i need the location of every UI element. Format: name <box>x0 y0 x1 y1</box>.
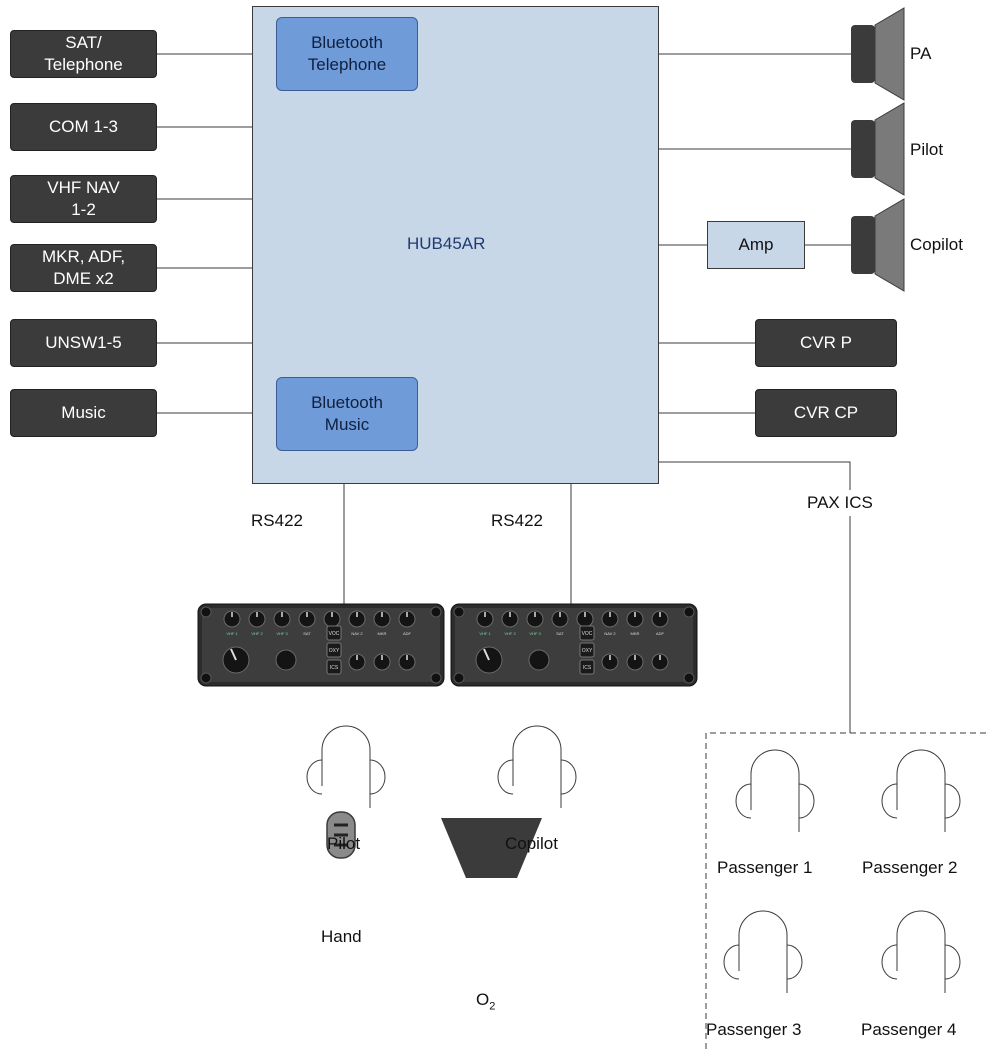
mode-button <box>326 659 342 675</box>
knob-icon <box>651 610 669 628</box>
mode-button-label: OXY <box>582 648 593 654</box>
passenger-label-4: Passenger 4 <box>861 1020 957 1039</box>
knob-icon <box>501 610 519 628</box>
cvr-p-box: CVR P <box>755 319 897 367</box>
bluetooth-music-box: Bluetooth Music <box>276 377 418 451</box>
rs422-label-pilot: RS422 <box>251 511 303 530</box>
headset-icon-pilot <box>306 725 386 808</box>
volume-knob-icon <box>528 649 550 671</box>
mode-button <box>326 642 342 658</box>
knob-icon <box>273 610 291 628</box>
passenger-label-2: Passenger 2 <box>862 858 958 877</box>
amp-box: Amp <box>707 221 805 269</box>
knob-icon <box>601 653 619 671</box>
bluetooth-telephone-box: Bluetooth Telephone <box>276 17 418 91</box>
knob-label: NAV 2 <box>351 631 363 636</box>
hub-label: HUB45AR <box>407 234 486 253</box>
headset-icon-copilot <box>497 725 577 808</box>
headset-icon-passenger-2 <box>881 749 961 832</box>
mode-button-label: VOC <box>582 631 593 637</box>
passenger-label-3: Passenger 3 <box>706 1020 802 1039</box>
input-mkr-adf-dme: MKR, ADF, DME x2 <box>10 244 157 292</box>
cvr-cp-box: CVR CP <box>755 389 897 437</box>
headset-label-pilot: Pilot <box>327 834 361 853</box>
oxygen-mask-icon <box>441 818 542 878</box>
speaker-icon-pa <box>851 7 905 101</box>
mode-button-label: ICS <box>583 665 592 671</box>
mode-button <box>579 625 595 641</box>
speaker-label-pa: PA <box>910 44 932 63</box>
knob-label: NAV 2 <box>604 631 616 636</box>
speaker-label-pilot: Pilot <box>910 140 944 159</box>
knob-icon <box>348 610 366 628</box>
knob-icon <box>398 610 416 628</box>
input-vhf-nav: VHF NAV 1-2 <box>10 175 157 223</box>
volume-knob-icon <box>275 649 297 671</box>
mode-button <box>579 659 595 675</box>
knob-label: ADF <box>656 631 665 636</box>
knob-label: VHF 1 <box>479 631 491 636</box>
oxygen-label-base: O <box>476 990 490 1009</box>
oxygen-label-subscript: 2 <box>489 1000 496 1013</box>
knob-icon <box>373 610 391 628</box>
speaker-icon-pilot <box>851 102 905 196</box>
knob-icon <box>626 653 644 671</box>
knob-label: VHF 2 <box>504 631 516 636</box>
knob-label: MKR <box>378 631 387 636</box>
knob-label: VHF 3 <box>529 631 541 636</box>
knob-icon <box>348 653 366 671</box>
knob-icon <box>601 610 619 628</box>
knob-label: ADF <box>403 631 412 636</box>
headset-label-copilot: Copilot <box>505 834 558 853</box>
wire-pax-ics-upper <box>659 461 851 490</box>
knob-icon <box>526 610 544 628</box>
mode-button-label: OXY <box>329 648 340 654</box>
knob-icon <box>651 653 669 671</box>
speaker-icon-copilot <box>851 198 905 292</box>
rs422-label-copilot: RS422 <box>491 511 543 530</box>
input-unsw: UNSW1-5 <box>10 319 157 367</box>
knob-icon <box>476 610 494 628</box>
knob-icon <box>223 610 241 628</box>
knob-icon <box>248 610 266 628</box>
pax-ics-label: PAX ICS <box>807 493 873 512</box>
knob-icon <box>298 610 316 628</box>
knob-icon <box>551 610 569 628</box>
headset-icon-passenger-4 <box>881 910 961 993</box>
input-music: Music <box>10 389 157 437</box>
knob-label: SAT <box>556 631 564 636</box>
knob-icon <box>398 653 416 671</box>
mode-button <box>579 642 595 658</box>
input-com: COM 1-3 <box>10 103 157 151</box>
passenger-label-1: Passenger 1 <box>717 858 813 877</box>
knob-label: MKR <box>631 631 640 636</box>
mode-button <box>326 625 342 641</box>
hand-mic-icon <box>326 811 356 859</box>
knob-label: VHF 1 <box>226 631 238 636</box>
knob-label: VHF 2 <box>251 631 263 636</box>
headset-icons <box>306 725 961 993</box>
headset-icon-passenger-1 <box>735 749 815 832</box>
hand-mic-label: Hand <box>321 927 362 946</box>
input-sat-telephone: SAT/ Telephone <box>10 30 157 78</box>
knob-label: SAT <box>303 631 311 636</box>
speaker-label-copilot: Copilot <box>910 235 963 254</box>
mode-button-label: VOC <box>329 631 340 637</box>
oxygen-label: O2 <box>476 990 495 1012</box>
passenger-zone-border <box>705 732 990 1049</box>
mode-button-label: ICS <box>330 665 339 671</box>
knob-icon <box>373 653 391 671</box>
knob-label: VHF 3 <box>276 631 288 636</box>
knob-icon <box>626 610 644 628</box>
headset-icon-passenger-3 <box>723 910 803 993</box>
